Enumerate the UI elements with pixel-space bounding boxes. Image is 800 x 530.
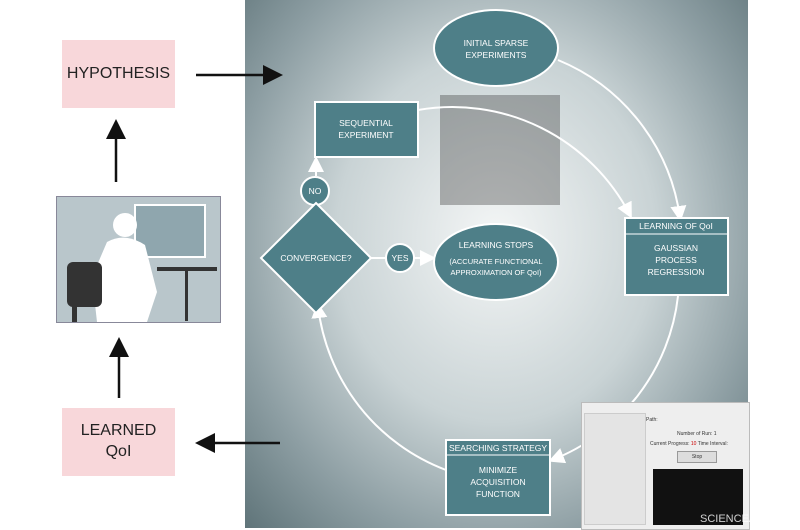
gpr-3: REGRESSION xyxy=(648,267,705,277)
stops-label-3: APPROXIMATION OF QoI) xyxy=(450,268,542,277)
learning-qoi-node: LEARNING OF QoI GAUSSIAN PROCESS REGRESSIO… xyxy=(624,217,729,296)
initial-experiments-node: INITIAL SPARSE EXPERIMENTS xyxy=(433,9,559,87)
runs-value: 1 xyxy=(713,431,717,437)
path-label: Path: xyxy=(646,417,658,423)
learning-stops-node: LEARNING STOPS (ACCURATE FUNCTIONAL APPROX… xyxy=(433,223,559,301)
runs-label: Number of Run: xyxy=(677,431,713,437)
researcher-icon xyxy=(67,204,217,322)
signal-plot xyxy=(653,469,743,525)
robot-gantry xyxy=(440,95,560,205)
no-node: NO xyxy=(300,176,330,206)
left-arrows xyxy=(106,119,129,398)
hypothesis-label: HYPOTHESIS xyxy=(66,64,171,82)
progress-value: 10 xyxy=(690,441,697,447)
min-3: FUNCTION xyxy=(476,489,520,499)
progress-label: Current Progress: xyxy=(650,441,690,447)
yes-node: YES xyxy=(385,243,415,273)
stops-label-2: (ACCURATE FUNCTIONAL xyxy=(449,257,542,266)
stop-button[interactable]: Stop xyxy=(677,451,717,463)
gpr-1: GAUSSIAN xyxy=(654,243,698,253)
researcher-illustration xyxy=(56,196,221,323)
learned-label: LEARNED xyxy=(80,422,157,440)
min-2: ACQUISITION xyxy=(470,477,525,487)
hypothesis-box: HYPOTHESIS xyxy=(62,40,175,108)
yes-label: YES xyxy=(391,253,408,263)
seq-label-2: EXPERIMENT xyxy=(338,130,393,140)
no-label: NO xyxy=(309,186,322,196)
initial-label-1: INITIAL SPARSE xyxy=(464,38,529,48)
initial-label-2: EXPERIMENTS xyxy=(466,50,527,60)
qoi-label: QoI xyxy=(105,443,132,460)
convergence-label: CONVERGENCE? xyxy=(280,253,352,263)
gpr-2: PROCESS xyxy=(655,255,697,265)
learned-qoi-box: LEARNED QoI xyxy=(62,408,175,476)
stops-label-1: LEARNING STOPS xyxy=(459,240,534,250)
searching-strategy-node: SEARCHING STRATEGY MINIMIZE ACQUISITION FU… xyxy=(445,439,551,516)
seq-label-1: SEQUENTIAL xyxy=(339,118,393,128)
convergence-node: CONVERGENCE? xyxy=(259,201,373,315)
watermark: SCIENCEAQ.COM xyxy=(700,513,794,525)
interval-label: Time Interval: xyxy=(697,441,728,447)
min-1: MINIMIZE xyxy=(479,465,518,475)
control-software-screenshot: Path: Number of Run: 1 Current Progress:… xyxy=(581,402,750,530)
search-header: SEARCHING STRATEGY xyxy=(449,443,547,453)
learning-header: LEARNING OF QoI xyxy=(639,221,713,231)
sequential-experiment-node: SEQUENTIAL EXPERIMENT xyxy=(314,101,419,158)
